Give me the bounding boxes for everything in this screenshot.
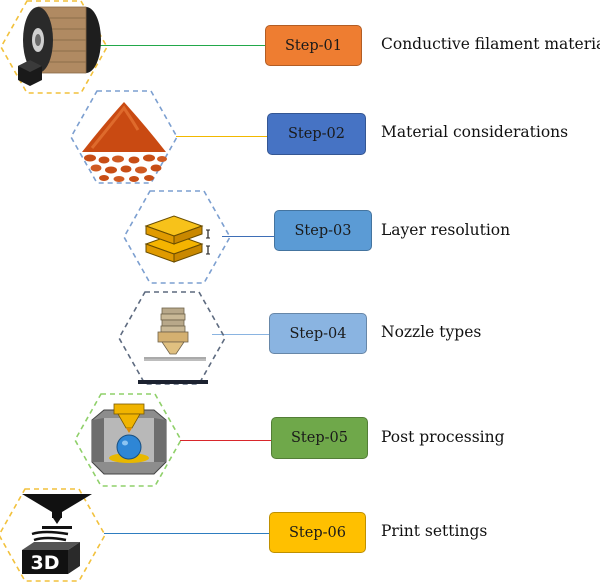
hexagon-step-04 xyxy=(118,291,226,385)
print-chamber-icon xyxy=(88,398,170,480)
step-01-label: Step-01 xyxy=(285,37,342,54)
step-05-label: Step-05 xyxy=(291,430,348,446)
3d-printer-icon: 3D xyxy=(14,490,98,580)
connector-line-2 xyxy=(176,136,268,137)
connector-line-6 xyxy=(104,533,270,534)
step-01-box: Step-01 xyxy=(265,25,362,66)
step-04-label: Step-04 xyxy=(289,325,347,342)
hexagon-step-03 xyxy=(123,190,231,284)
hexagon-step-02 xyxy=(70,90,178,184)
filament-spool-icon xyxy=(14,4,102,88)
hexagon-step-01 xyxy=(0,0,108,94)
step-03-title: Layer resolution xyxy=(381,221,511,239)
connector-line-4 xyxy=(212,334,270,335)
step-06-label: Step-06 xyxy=(289,524,346,541)
step-04-title: Nozzle types xyxy=(381,323,482,341)
connector-line-1 xyxy=(100,45,266,46)
connector-line-5 xyxy=(180,440,272,441)
powder-pile-icon xyxy=(78,96,170,184)
step-02-box: Step-02 xyxy=(267,113,366,155)
step-01-title: Conductive filament material xyxy=(381,35,600,53)
nozzle-icon xyxy=(138,304,210,386)
layer-stack-icon xyxy=(140,210,220,268)
step-02-title: Material considerations xyxy=(381,123,569,141)
step-02-label: Step-02 xyxy=(288,126,345,142)
step-05-title: Post processing xyxy=(381,428,505,446)
hexagon-step-06 xyxy=(0,488,106,582)
step-04-box: Step-04 xyxy=(269,313,367,354)
step-03-label: Step-03 xyxy=(294,222,352,239)
step-06-title: Print settings xyxy=(381,522,488,540)
hexagon-step-05 xyxy=(74,393,182,487)
step-06-box: Step-06 xyxy=(269,512,366,553)
step-05-box: Step-05 xyxy=(271,417,368,459)
connector-line-3 xyxy=(222,236,274,237)
svg-text:3D: 3D xyxy=(31,552,60,574)
step-03-box: Step-03 xyxy=(274,210,372,251)
